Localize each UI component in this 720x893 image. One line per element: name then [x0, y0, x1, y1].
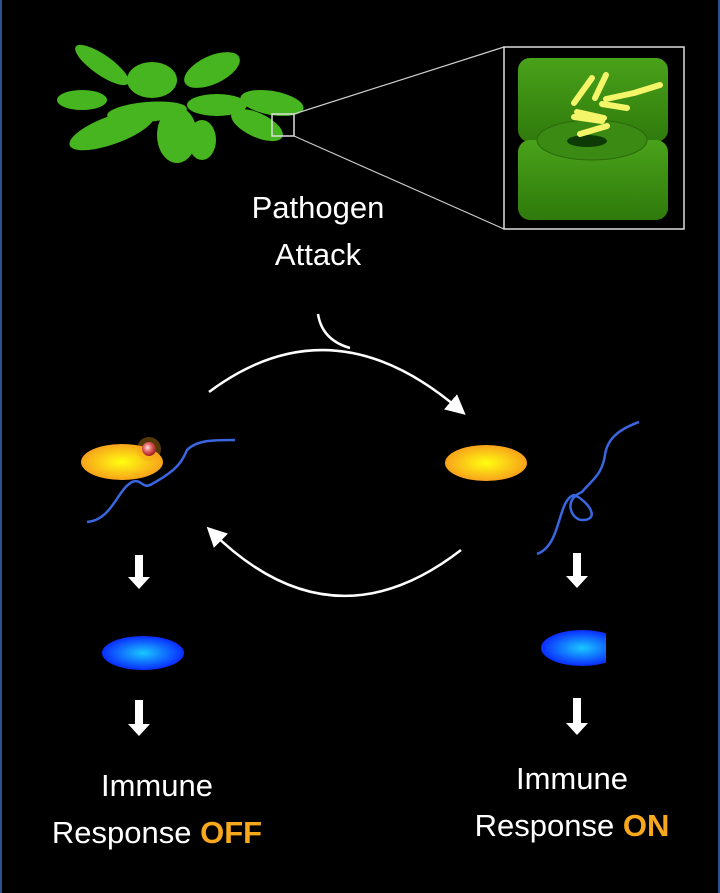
signal-left [102, 636, 184, 670]
protein-chain-right [536, 420, 640, 556]
down-arrow-left-1 [128, 555, 150, 589]
receptor-right [445, 445, 527, 481]
plant-icon [57, 44, 304, 163]
zoom-line-top [293, 46, 505, 115]
label-line: Attack [274, 237, 362, 272]
pathogen-attack-label: Pathogen Attack [198, 184, 438, 278]
immune-off-label: Immune Response OFF [27, 762, 287, 856]
zoom-region-box [271, 113, 295, 137]
zoom-line-bottom [293, 135, 505, 230]
label-line: Pathogen [251, 190, 385, 225]
state-on: ON [622, 808, 670, 843]
receptor-left [81, 444, 163, 480]
signal-right [541, 630, 606, 666]
down-arrow-left-2 [128, 700, 150, 736]
bacteria-icon [571, 72, 663, 137]
label-line: Immune [101, 768, 213, 803]
cycle-arrow-bottom [206, 526, 462, 598]
pathogen-input-arrow [316, 313, 351, 350]
modification-dot [142, 442, 156, 456]
protein-chain-left [86, 438, 236, 524]
stomata-inset [503, 46, 685, 230]
down-arrow-right-1 [566, 553, 588, 588]
cycle-arrow-top [208, 348, 466, 415]
immune-on-label: Immune Response ON [442, 755, 702, 849]
label-line: Immune [516, 761, 628, 796]
state-off: OFF [200, 815, 263, 850]
label-line: Response [51, 815, 201, 850]
down-arrow-right-2 [566, 698, 588, 735]
label-line: Response [474, 808, 623, 843]
